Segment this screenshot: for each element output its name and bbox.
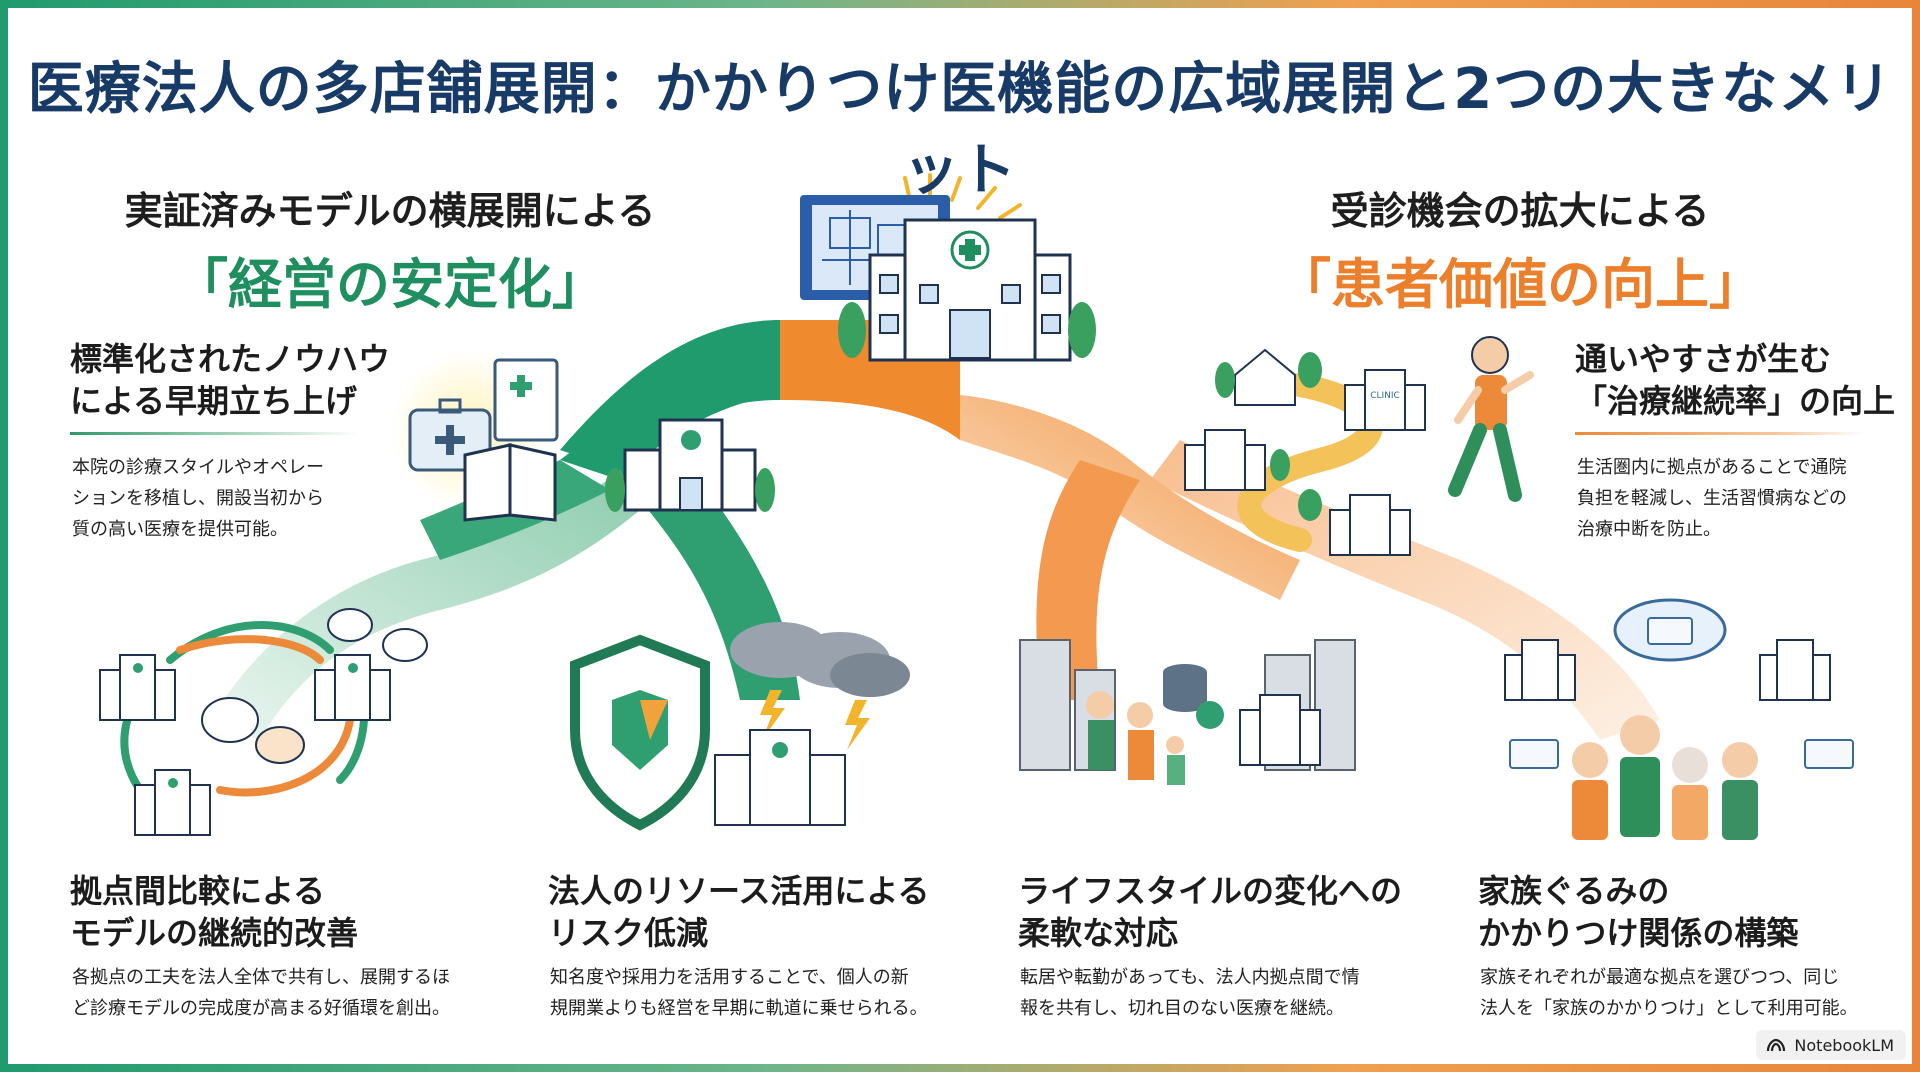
tree-icon xyxy=(1215,352,1322,521)
shield-storm-illustration xyxy=(570,622,910,831)
database-icon xyxy=(1163,664,1207,712)
manual-book-icon xyxy=(463,443,557,522)
left-block1-title: 標準化されたノウハウ による早期立ち上げ xyxy=(70,340,391,420)
notebooklm-label: NotebookLM xyxy=(1794,1035,1894,1055)
notebooklm-icon xyxy=(1767,1038,1786,1052)
page-title: 医療法人の多店舗展開：かかりつけ医機能の広域展開と2つの大きなメリット xyxy=(27,57,1893,203)
clinic-left-mid xyxy=(605,418,775,512)
right-subtitle: 受診機会の拡大による xyxy=(1330,189,1710,233)
notebooklm-badge[interactable]: NotebookLM xyxy=(1756,1030,1906,1060)
lightning-icon xyxy=(760,690,870,750)
clinic-sign: CLINIC xyxy=(1370,391,1400,401)
commute-illustration: CLINIC xyxy=(1184,336,1534,556)
left-subtitle: 実証済みモデルの横展開による xyxy=(124,189,656,233)
left-block2-desc: 各拠点の工夫を法人全体で共有し、展開するほ ど診療モデルの完成度が高まる好循環を… xyxy=(72,967,450,1019)
right-block1-title: 通いやすさが生む 「治療継続率」の向上 xyxy=(1575,340,1896,420)
walking-man-icon xyxy=(1448,336,1534,502)
knowhow-illustration xyxy=(390,350,559,522)
shield-icon xyxy=(570,634,710,831)
family-network-illustration xyxy=(1504,598,1854,840)
left-headline: 「経営の安定化」 xyxy=(174,253,606,316)
storm-cloud-icon xyxy=(730,622,910,697)
right-block1-rule xyxy=(1575,432,1865,435)
id-card-icon xyxy=(1509,617,1854,769)
left-block2-title: 拠点間比較による モデルの継続的改善 xyxy=(70,872,359,952)
left-block1-rule xyxy=(70,432,360,435)
right-block3-title: 家族ぐるみの かかりつけ関係の構築 xyxy=(1478,872,1799,952)
cycle-arrow-icon xyxy=(120,621,368,797)
central-hospital xyxy=(800,173,1096,362)
right-headline: 「患者価値の向上」 xyxy=(1277,253,1763,316)
left-block3-desc: 知名度や採用力を活用することで、個人の新 規開業よりも経営を早期に軌道に乗せられ… xyxy=(550,967,928,1019)
right-block3-desc: 家族それぞれが最適な拠点を選びつつ、同じ 法人を「家族のかかりつけ」として利用可… xyxy=(1480,967,1858,1019)
speech-bubble-icon xyxy=(201,608,428,764)
right-block2-desc: 転居や転勤があっても、法人内拠点間で情 報を共有し、切れ目のない医療を継続。 xyxy=(1020,967,1360,1019)
house-icon xyxy=(1234,348,1296,406)
cycle-illustration xyxy=(99,608,428,836)
left-block1-desc: 本院の診療スタイルやオペレー ションを移植し、開設当初から 質の高い医療を提供可… xyxy=(72,457,324,540)
family-icon xyxy=(1086,691,1185,785)
right-block1-desc: 生活圏内に拠点があることで通院 負担を軽減し、生活習慣病などの 治療中断を防止。 xyxy=(1577,457,1847,540)
path-trunk xyxy=(560,320,960,480)
right-block2-title: ライフスタイルの変化への 柔軟な対応 xyxy=(1018,872,1403,952)
cityscape-illustration xyxy=(1019,639,1356,785)
left-block3-title: 法人のリソース活用による リスク低減 xyxy=(548,872,930,952)
